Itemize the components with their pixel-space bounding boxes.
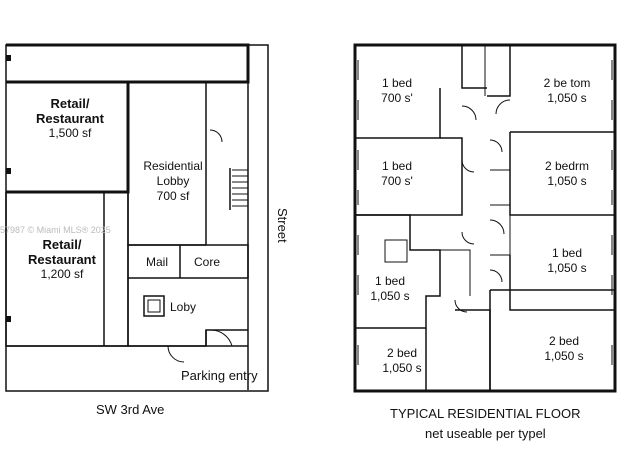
- unit-label-7: 2 bed 1,050 s: [374, 346, 430, 376]
- parking-entry-label: Parking entry: [181, 368, 258, 383]
- room-label-residential-lobby: Residential Lobby 700 sf: [133, 159, 213, 204]
- room-name-line2: Restaurant: [28, 252, 96, 267]
- room-label-mail: Mail: [145, 255, 168, 269]
- typical-floor-title: TYPICAL RESIDENTIAL FLOOR: [390, 406, 581, 421]
- unit-area: 1,050 s: [370, 289, 410, 303]
- unit-area: 700 s': [381, 174, 413, 188]
- unit-label-2: 2 be tom 1,050 s: [532, 76, 602, 106]
- room-label-retail-1500: Retail/ Restaurant 1,500 sf: [30, 96, 110, 141]
- room-label-core: Core: [193, 255, 220, 269]
- room-name: Retail/: [42, 237, 82, 252]
- unit-area: 1,050 s: [544, 349, 584, 363]
- room-name: Residential: [143, 159, 203, 173]
- room-name-line2: Lobby: [156, 174, 190, 188]
- watermark-text: 57987 © Miami MLS® 2025: [0, 225, 111, 235]
- avenue-label: SW 3rd Ave: [96, 402, 165, 417]
- unit-beds: 2 be tom: [543, 76, 591, 90]
- room-label-retail-1200: Retail/ Restaurant 1,200 sf: [22, 237, 102, 282]
- unit-area: 700 s': [381, 91, 413, 105]
- room-name: Retail/: [50, 96, 90, 111]
- unit-label-6: 1 bed 1,050 s: [535, 246, 599, 276]
- ground-floor-wall-ticks: [6, 55, 11, 322]
- unit-label-1: 1 bed 700 s': [370, 76, 424, 106]
- unit-beds: 1 bed: [374, 274, 406, 288]
- room-area: 1,500 sf: [48, 126, 92, 140]
- unit-beds: 2 bed: [386, 346, 418, 360]
- unit-label-4: 2 bedrm 1,050 s: [532, 159, 602, 189]
- unit-area: 1,050 s: [382, 361, 422, 375]
- unit-area: 1,050 s: [547, 91, 587, 105]
- unit-area: 1,050 s: [547, 174, 587, 188]
- unit-beds: 2 bedrm: [544, 159, 590, 173]
- unit-beds: 1 bed: [381, 76, 413, 90]
- unit-label-5: 1 bed 1,050 s: [362, 274, 418, 304]
- unit-label-3: 1 bed 700 s': [370, 159, 424, 189]
- room-label-loby: Loby: [169, 300, 197, 314]
- ground-floor-plan: [5, 43, 269, 392]
- unit-beds: 2 bed: [548, 334, 580, 348]
- unit-area: 1,050 s: [547, 261, 587, 275]
- room-area: 1,200 sf: [40, 267, 84, 281]
- room-name-line2: Restaurant: [36, 111, 104, 126]
- street-label: Street: [275, 208, 290, 243]
- unit-beds: 1 bed: [381, 159, 413, 173]
- room-area: 700 sf: [156, 189, 190, 203]
- unit-beds: 1 bed: [551, 246, 583, 260]
- unit-label-8: 2 bed 1,050 s: [532, 334, 596, 364]
- typical-floor-window-ticks: [357, 60, 613, 365]
- typical-floor-plan: [353, 43, 617, 393]
- typical-floor-subtitle: net useable per typel: [425, 426, 546, 441]
